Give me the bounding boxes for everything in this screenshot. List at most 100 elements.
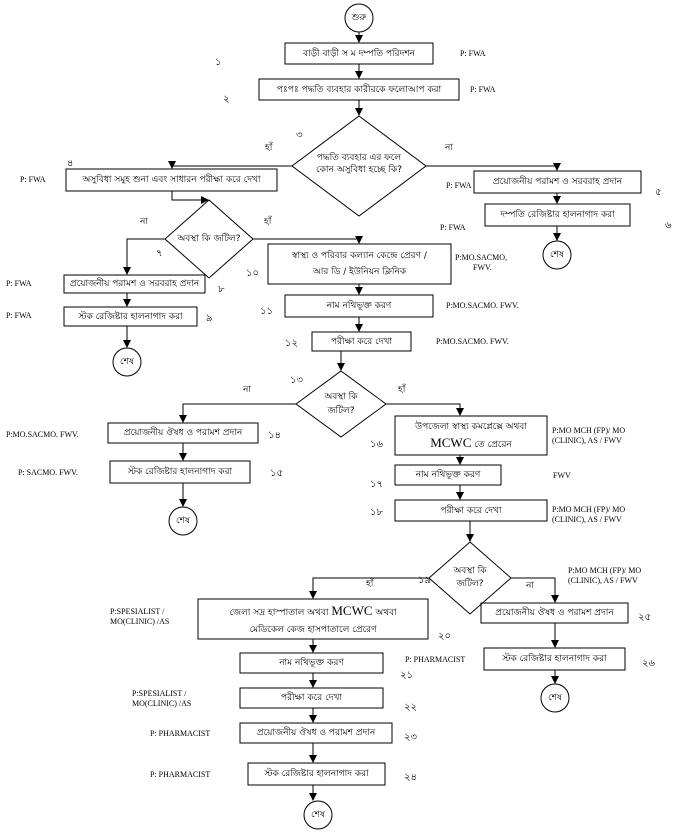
step-number: ৯ (206, 313, 213, 324)
decision-3-line-1: পদ্ধতি ব্যবহার এর ফলে (316, 153, 402, 163)
end-node-4 (540, 683, 570, 713)
step-number: ২৫ (638, 612, 651, 623)
step-number: ১৩ (290, 375, 303, 386)
responsible-line-1: P:MO MCH (FP)/ MO (552, 426, 626, 435)
step-number: ২১ (400, 670, 413, 681)
step-number: ২২ (404, 702, 418, 713)
responsible-label: P: SACMO. FWV. (18, 468, 78, 477)
step-number: ৭ (156, 248, 163, 259)
responsible-line-1: P:SPESIALIST / (132, 689, 187, 698)
end-node-2 (112, 347, 142, 377)
end-label: শেষ (176, 516, 190, 526)
step-number: ২৪ (404, 772, 417, 783)
end-label: শেষ (548, 693, 562, 703)
start-label: শুরু (351, 13, 367, 23)
step-16-line-1: উপজেলা স্বাস্থ্য কমপ্লেক্সে অথবা (415, 422, 527, 432)
end-label: শেষ (120, 357, 134, 367)
decision-13-line-2: জটিল? (327, 406, 355, 416)
step-number: ৪ (67, 158, 74, 169)
step-21-text: নাম নথিভূক্ত করণ (279, 658, 344, 668)
responsible-label: P:SPESIALIST / MO(CLINIC) /AS (132, 689, 191, 709)
end-label: শেষ (311, 810, 325, 820)
step-number: ২৬ (642, 658, 656, 669)
step-26-text: স্টক রেজিষ্টার হালনাগাদ করা (502, 654, 607, 664)
box-16 (394, 415, 548, 456)
end-node-5 (303, 800, 333, 830)
responsible-label: P: FWA (446, 181, 472, 190)
responsible-label: P:MO MCH (FP)/ MO (CLINIC), AS / FWV (552, 426, 625, 446)
step-20-line-2: মেডিকেল কেজ হাসপাতালে প্রেরেণ (249, 625, 377, 635)
decision-3-line-2: কোন অসুবিধা হচ্ছে কি? (315, 165, 402, 175)
responsible-label: P:MO MCH (FP)/ MO (CLINIC), AS / FWV (568, 566, 641, 586)
responsible-label: P: FWA (460, 49, 486, 58)
responsible-label: P: PHARMACIST (405, 655, 466, 664)
decision-13-text: অবস্থা কি জটিল? (306, 390, 376, 418)
responsible-label: P:MO.SACMO. FWV. (6, 430, 79, 439)
step-number: ৬ (665, 220, 672, 231)
responsible-label: P:SPESIALIST / MO(CLINIC) /AS (110, 607, 169, 627)
box-9 (63, 306, 198, 327)
step-number: ১৪ (268, 430, 281, 441)
step-20-line-1: জেলা সদ্র হাস্পাতাল অথবা MCWC অথবা (198, 602, 428, 622)
yes-label: হাঁ (264, 217, 272, 227)
step-4-text: অসুবিধা সমুহ শুনা এবং সাধারন পরীক্ষা করে… (82, 175, 261, 185)
responsible-label: P: PHARMACIST (150, 729, 211, 738)
step-number: ২ (223, 94, 230, 105)
yes-label: হাঁ (265, 143, 273, 153)
step-20-text: জেলা সদ্র হাস্পাতাল অথবা MCWC অথবা মেডিক… (198, 602, 428, 639)
step-9-text: স্টক রেজিষ্টার হালনাগাদ করা (78, 311, 183, 322)
responsible-label: P:MO.SACMO. FWV. (446, 301, 519, 310)
responsible-line-2: MO(CLINIC) /AS (110, 617, 170, 626)
decision-13-line-1: অবস্থা কি (324, 392, 358, 402)
step-number: ২৩ (404, 732, 418, 743)
responsible-label: P:MO.SACMO. FWV. (436, 337, 509, 346)
end-label: শেষ (550, 250, 564, 260)
step-24-text: স্টক রেজিষ্টার হালনাগাদ করা (264, 769, 369, 779)
step-number: ১২ (285, 338, 298, 349)
box-12 (311, 331, 412, 352)
responsible-label: P: PHARMACIST (150, 770, 211, 779)
responsible-label: P: FWA (20, 175, 46, 184)
step-1-text: বাড়ী বাড়ী স ম দম্পতি পরিদশন (302, 48, 416, 59)
box-18 (394, 499, 548, 522)
responsible-label: P: FWA (6, 311, 32, 320)
responsible-line-2: MO(CLINIC) /AS (132, 699, 192, 708)
responsible-line-1: P:SPESIALIST / (110, 607, 165, 616)
step-25-text: প্রয়োজনীয় ঔষধ ও পরামশ প্রদান (495, 608, 614, 618)
responsible-line-1: P:MO MCH (FP)/ MO (568, 566, 642, 575)
step-20-mcwc: MCWC (331, 603, 373, 618)
step-number: ১৮ (370, 507, 383, 518)
step-10-line-2: আর ডি / ইউনিয়ন ক্লিনিক (312, 267, 407, 277)
step-number: ১ (215, 57, 222, 68)
step-number: ১৯ (418, 575, 431, 586)
responsible-line-1: P:MO MCH (FP)/ MO (552, 505, 626, 514)
step-16-mcwc: MCWC (430, 435, 472, 450)
step-8-text: প্রয়োজনীয় পরামশ ও সরবরাহ প্রদান (69, 279, 200, 289)
step-11-text: নাম নথিভূক্ত করণ (326, 301, 392, 311)
step-20-line-1-pre: জেলা সদ্র হাস্পাতাল অথবা (229, 608, 332, 618)
responsible-line-1: P:MO.SACMO, (455, 253, 508, 262)
step-number: ১১ (260, 306, 273, 317)
step-number: ৮ (218, 284, 225, 295)
responsible-line-2: (CLINIC), AS / FWV (552, 436, 622, 445)
step-number: ১৬ (370, 439, 383, 450)
step-5-text: প্রয়োজনীয় পরামশ ও সরবরাহ প্রদান (492, 177, 623, 187)
decision-19-line-1: অবস্থা কি (453, 566, 487, 576)
yes-label: হাঁ (366, 579, 374, 589)
yes-label: হাঁ (398, 385, 406, 395)
step-number: ১০ (246, 268, 259, 279)
box-8 (63, 274, 206, 294)
step-2-text: পঃপঃ পদ্ধতি ব্যবহার কারীরকে ফলোআপ করা (276, 84, 442, 95)
responsible-label: FWV (553, 471, 571, 480)
step-number: ১৫ (270, 468, 283, 479)
step-14-text: প্রয়োজনীয় ঔষধ ও পরামশ প্রদান (123, 428, 243, 438)
responsible-label: P:MO MCH (FP)/ MO (CLINIC), AS / FWV (552, 505, 625, 525)
decision-19-text: অবস্থা কি জটিল? (440, 565, 500, 591)
decision-7 (164, 199, 254, 279)
decision-13 (295, 370, 387, 438)
box-24 (247, 762, 386, 786)
no-label: না (445, 143, 453, 153)
no-label: না (526, 581, 534, 591)
box-15 (109, 460, 251, 484)
